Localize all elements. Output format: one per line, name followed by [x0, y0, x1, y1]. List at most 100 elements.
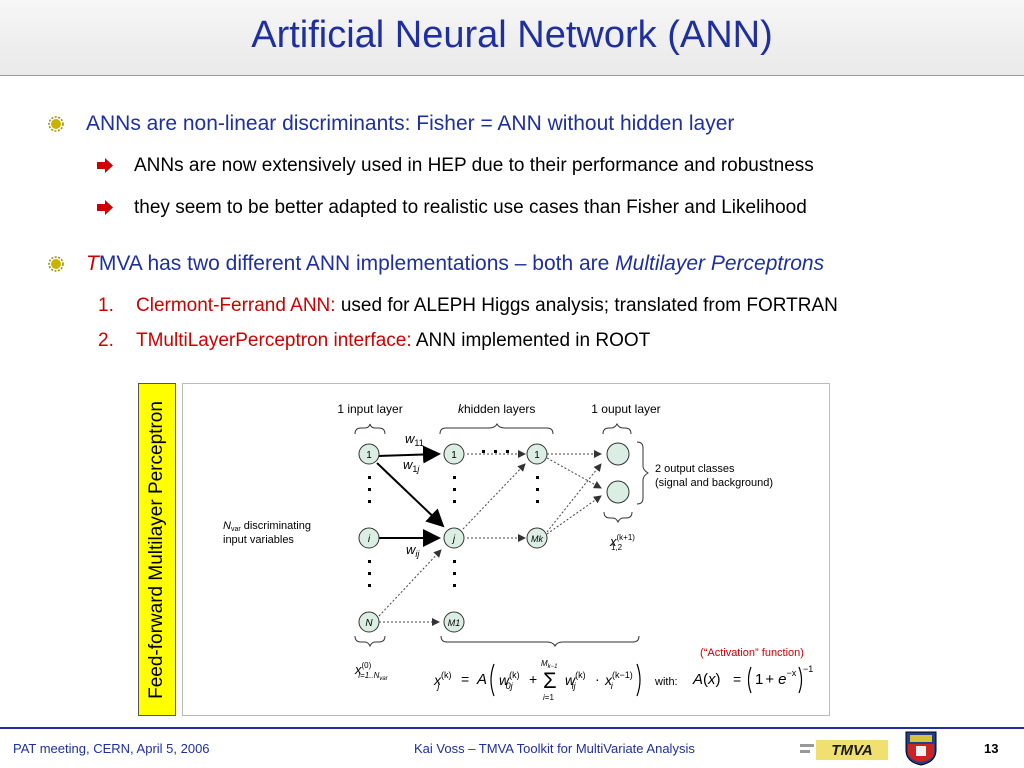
footer-divider	[0, 727, 1024, 729]
connection	[546, 495, 602, 535]
svg-text:·: ·	[595, 671, 600, 687]
neuron-formula: x(k)j = A w(k)0j + Σ Mk−1 i=1 w(k)ij · x…	[433, 659, 641, 702]
output-node-1	[606, 442, 630, 466]
node-label: 1	[366, 450, 372, 461]
activation-note: (“Activation” function)	[700, 647, 804, 659]
slide-title: Artificial Neural Network (ANN)	[251, 14, 773, 56]
output-classes-line2: (signal and background)	[655, 477, 773, 489]
bullet-prefix: T	[86, 252, 99, 275]
hiddenk-node-1: 1	[526, 443, 548, 465]
node-label: j	[451, 534, 456, 545]
weight-label-w11: w11	[405, 431, 424, 448]
sub-bullet-text: they seem to be better adapted to realis…	[134, 197, 807, 218]
ann-diagram: 1 input layer k hidden layers 1 ouput la…	[182, 383, 830, 716]
input-node-i: i	[358, 527, 380, 549]
connection	[378, 549, 442, 617]
red-arrow-icon	[97, 158, 113, 173]
node-label: 1	[451, 450, 457, 461]
weight-arrow-w1j	[376, 462, 445, 528]
svg-text:=: =	[733, 671, 741, 687]
output-classes-line1: 2 output classes	[655, 463, 735, 475]
nvar-label-line1: Nvar discriminating	[223, 520, 311, 533]
with-label: with:	[654, 676, 678, 688]
input-node-1: 1	[358, 443, 380, 465]
svg-text:i=1: i=1	[543, 693, 554, 702]
numbered-item-1: 1. Clermont-Ferrand ANN: used for ALEPH H…	[98, 295, 838, 317]
svg-text:=: =	[461, 671, 469, 687]
svg-text:w(k)0j: w(k)0j	[499, 670, 520, 691]
bullet-ann-nonlinear: ANNs are non-linear discriminants: Fishe…	[48, 112, 735, 136]
svg-text:x(k−1)i: x(k−1)i	[604, 670, 633, 691]
svg-text:Σ: Σ	[543, 668, 557, 693]
item-label: TMultiLayerPerceptron interface:	[136, 330, 412, 351]
node-label: N	[365, 618, 373, 629]
side-banner: Feed-forward Multilayer Perceptron	[138, 383, 176, 716]
connection	[546, 463, 602, 533]
ellipsis-dots	[368, 450, 539, 587]
connection	[546, 457, 602, 489]
sub-bullet-realistic: they seem to be better adapted to realis…	[97, 197, 807, 219]
svg-text:Mk−1: Mk−1	[541, 659, 558, 670]
item-text: ANN implemented in ROOT	[411, 330, 651, 351]
ann-diagram-svg: 1 input layer k hidden layers 1 ouput la…	[223, 402, 813, 702]
svg-text:+: +	[529, 671, 537, 687]
connection	[462, 463, 526, 530]
hidden1-node-j: j	[443, 527, 465, 549]
red-arrow-icon	[97, 200, 113, 215]
weight-arrow-w11	[378, 445, 441, 464]
hiddenk-node-mk: Mk	[526, 527, 548, 549]
item-number: 1.	[98, 295, 114, 316]
x-in-label: x(0)i=1..Nvar	[354, 661, 389, 682]
bullet-italic: Multilayer Perceptrons	[615, 252, 825, 275]
tmva-logo: TMVA	[800, 736, 890, 762]
svg-text:x(k)j: x(k)j	[433, 670, 452, 691]
sub-bullet-text: ANNs are now extensively used in HEP due…	[134, 155, 814, 176]
hidden-bottom-brace	[440, 635, 640, 648]
output-right-brace	[636, 441, 649, 505]
svg-text:1+e−x: 1+e−x	[755, 668, 797, 688]
item-number: 2.	[98, 330, 114, 351]
node-label: M1	[448, 618, 461, 628]
hidden1-node-1: 1	[443, 443, 465, 465]
crest-icon	[905, 731, 937, 766]
item-label: Clermont-Ferrand ANN:	[136, 295, 336, 316]
input-top-brace	[354, 423, 386, 435]
output-top-brace	[602, 422, 632, 435]
input-layer-label: 1 input layer	[337, 402, 402, 416]
bullet-tmva-implementations: TMVA has two different ANN implementatio…	[48, 252, 825, 276]
footer-left: PAT meeting, CERN, April 5, 2006	[13, 741, 210, 756]
svg-text:w(k)ij: w(k)ij	[565, 670, 586, 691]
crest-logo	[904, 730, 938, 766]
item-text: used for ALEPH Higgs analysis; translate…	[335, 295, 838, 316]
tmva-logo-icon: TMVA	[800, 740, 888, 760]
bullet-text: ANNs are non-linear discriminants: Fishe…	[86, 112, 735, 135]
nvar-label-line2: input variables	[223, 534, 294, 546]
node-label: Mk	[531, 534, 543, 544]
input-bottom-brace	[354, 635, 386, 648]
bullet-star-icon	[48, 256, 64, 272]
activation-formula: A(x) = 1+e−x −1	[692, 664, 813, 694]
footer-center: Kai Voss – TMVA Toolkit for MultiVariate…	[414, 741, 695, 756]
bullet-star-icon	[48, 116, 64, 132]
svg-text:−1: −1	[803, 664, 813, 674]
input-node-n: N	[358, 611, 380, 633]
numbered-item-2: 2. TMultiLayerPerceptron interface: ANN i…	[98, 330, 650, 352]
hidden1-node-m1: M1	[443, 611, 465, 633]
svg-text:A: A	[476, 671, 487, 688]
hidden-layers-label: hidden layers	[464, 402, 535, 416]
output-node-2	[606, 480, 630, 504]
node-label: i	[368, 534, 371, 545]
output-layer-label: 1 ouput layer	[591, 402, 660, 416]
sub-bullet-hep: ANNs are now extensively used in HEP due…	[97, 155, 814, 177]
node-label: 1	[534, 450, 540, 461]
side-banner-text: Feed-forward Multilayer Perceptron	[146, 400, 167, 699]
weight-label-wij: wij	[406, 542, 420, 559]
bullet-text: MVA has two different ANN implementation…	[98, 252, 616, 275]
svg-text:A(x): A(x)	[692, 671, 721, 688]
tmva-logo-text: TMVA	[831, 742, 872, 759]
output-bottom-brace	[603, 511, 633, 524]
page-number: 13	[984, 741, 999, 756]
hidden-top-brace	[439, 422, 554, 435]
x-out-label: x(k+1)1,2	[609, 533, 635, 552]
title-bar: Artificial Neural Network (ANN)	[0, 0, 1024, 76]
